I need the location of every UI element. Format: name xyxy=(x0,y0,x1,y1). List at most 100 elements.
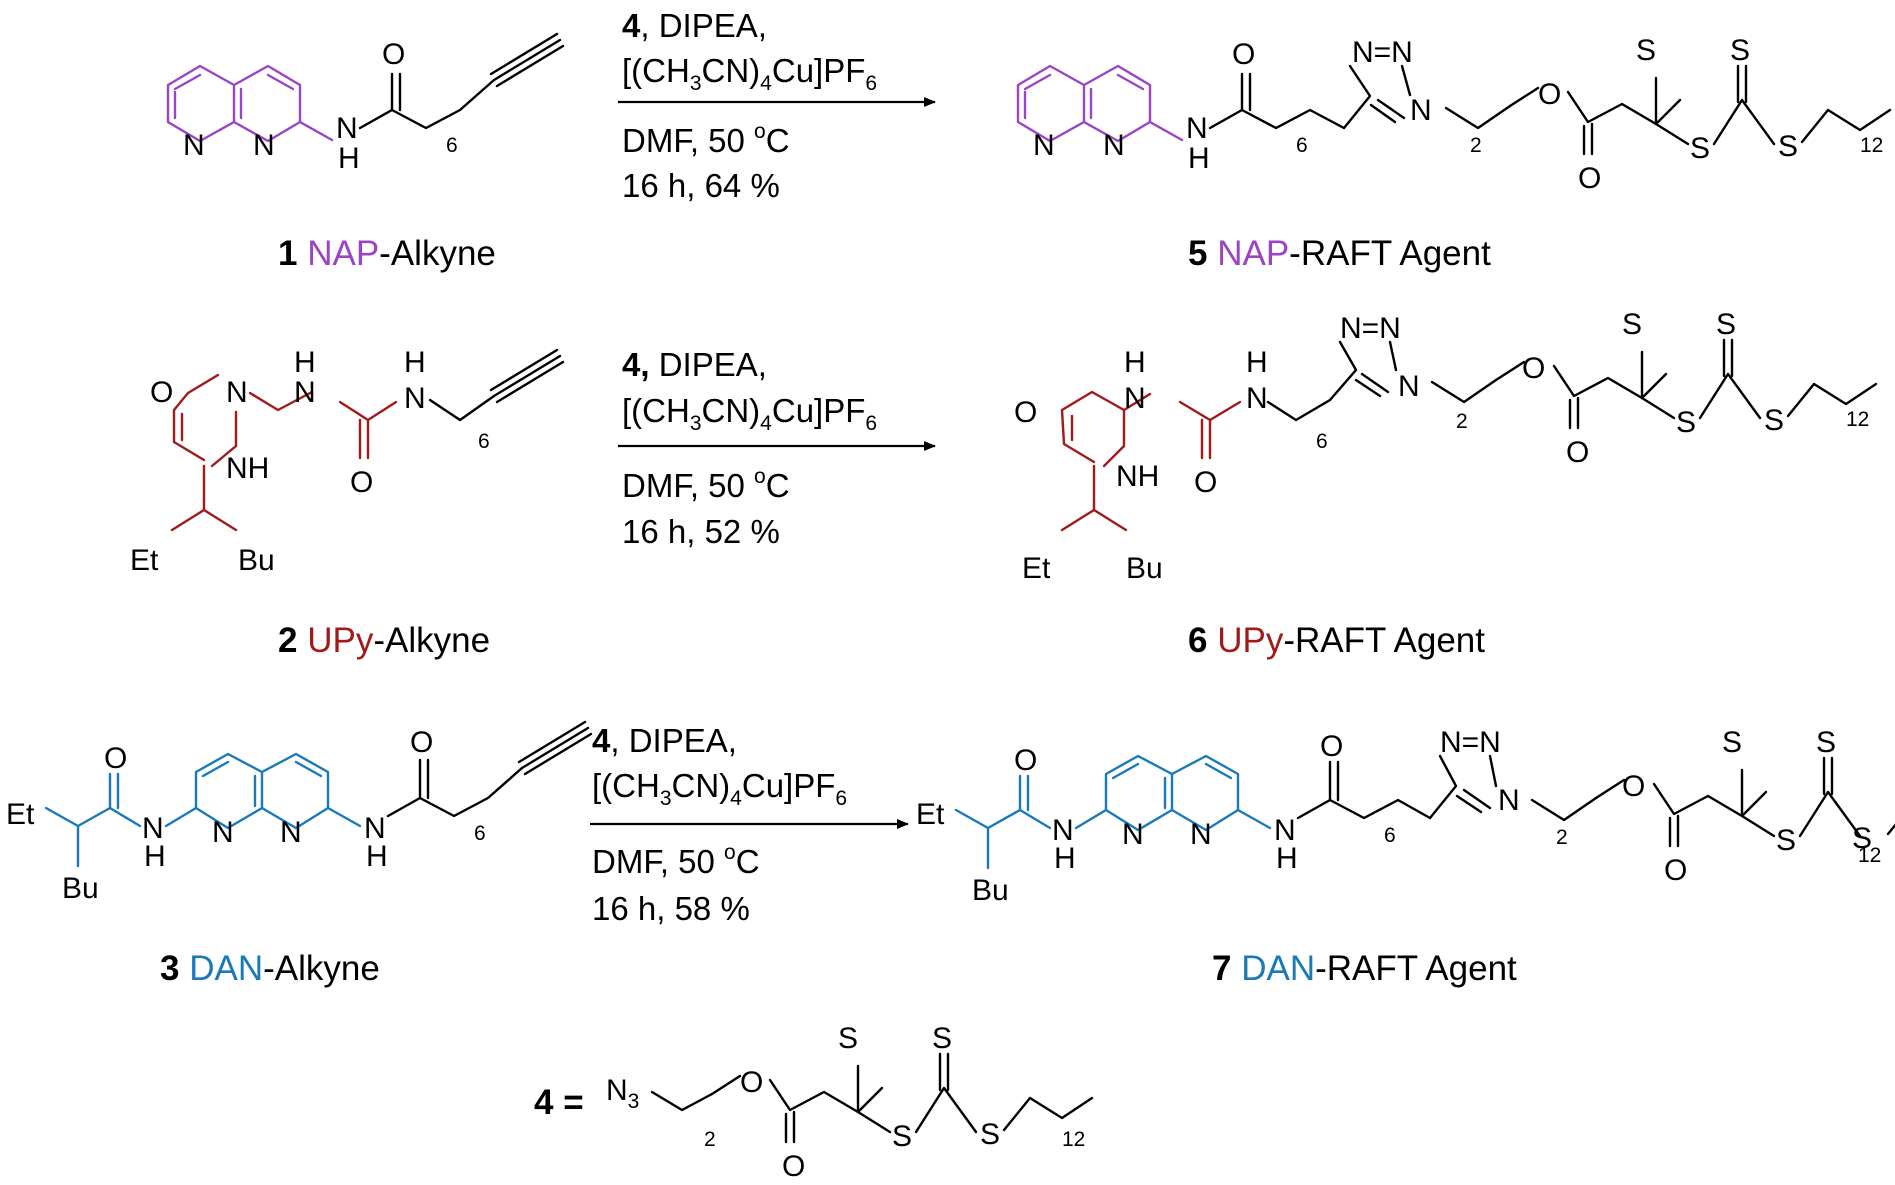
svg-text:S: S xyxy=(932,1022,952,1055)
svg-text:N: N xyxy=(404,382,426,415)
svg-text:12: 12 xyxy=(1858,844,1881,867)
svg-text:N=N: N=N xyxy=(1440,726,1501,759)
svg-text:N: N xyxy=(1246,382,1268,415)
compound-5-label: 5 NAP-RAFT Agent xyxy=(1188,234,1491,273)
svg-text:Bu: Bu xyxy=(1126,552,1163,585)
svg-text:H: H xyxy=(366,840,388,873)
svg-text:H: H xyxy=(1276,842,1298,875)
atom-n: N xyxy=(253,129,275,162)
svg-text:S: S xyxy=(980,1118,1000,1151)
svg-text:2: 2 xyxy=(1556,826,1568,849)
svg-text:Et: Et xyxy=(130,544,159,577)
svg-text:S: S xyxy=(1816,726,1836,759)
svg-text:N: N xyxy=(1274,814,1296,847)
svg-text:2: 2 xyxy=(1456,410,1468,433)
svg-text:DMF, 50 oC: DMF, 50 oC xyxy=(592,841,760,880)
svg-text:N: N xyxy=(1398,370,1420,403)
svg-text:N: N xyxy=(1190,818,1212,851)
reaction-1-conditions: 4, DIPEA, [(CH3CN)4Cu]PF6 DMF, 50 oC 16 … xyxy=(618,7,936,204)
reagent-4-structure: 4 = N3 2 O O S S S S 12 xyxy=(534,1022,1094,1183)
subscript-6: 6 xyxy=(446,134,458,157)
svg-text:N3: N3 xyxy=(606,1074,639,1113)
atom-o: O xyxy=(382,38,405,71)
svg-text:S: S xyxy=(1676,406,1696,439)
svg-text:O: O xyxy=(740,1066,763,1099)
compound-2-structure: O N H N NH O H N Et Bu 6 xyxy=(130,346,565,577)
svg-text:4, DIPEA,: 4, DIPEA, xyxy=(622,346,767,383)
compound-6-label: 6 UPy-RAFT Agent xyxy=(1188,621,1485,660)
svg-text:N: N xyxy=(1033,129,1055,162)
atom-h: H xyxy=(338,142,360,175)
svg-text:O: O xyxy=(1320,730,1343,763)
svg-text:S: S xyxy=(838,1022,858,1055)
svg-text:O: O xyxy=(104,742,127,775)
compound-1-structure: N N N H O 6 xyxy=(166,32,565,175)
svg-text:O: O xyxy=(150,376,173,409)
svg-text:S: S xyxy=(1776,824,1796,857)
reaction-3-conditions: 4, DIPEA, [(CH3CN)4Cu]PF6 DMF, 50 oC 16 … xyxy=(590,722,909,927)
svg-text:O: O xyxy=(1014,396,1037,429)
svg-text:NH: NH xyxy=(226,452,269,485)
svg-text:O: O xyxy=(1664,854,1687,887)
svg-text:O: O xyxy=(1538,78,1561,111)
svg-text:S: S xyxy=(1778,130,1798,163)
svg-text:O: O xyxy=(1014,744,1037,777)
svg-text:H: H xyxy=(1188,142,1210,175)
svg-text:H: H xyxy=(1246,346,1268,379)
svg-text:12: 12 xyxy=(1860,134,1883,157)
compound-3-label: 3 DAN-Alkyne xyxy=(160,949,380,988)
svg-text:DMF, 50 oC: DMF, 50 oC xyxy=(622,465,790,504)
svg-text:2: 2 xyxy=(704,1128,716,1151)
svg-text:S: S xyxy=(1764,404,1784,437)
svg-text:N: N xyxy=(1103,129,1125,162)
svg-text:S: S xyxy=(1716,308,1736,341)
svg-text:H: H xyxy=(144,840,166,873)
reaction-2-conditions: 4, DIPEA, [(CH3CN)4Cu]PF6 DMF, 50 oC 16 … xyxy=(618,346,936,550)
svg-text:S: S xyxy=(1852,822,1872,855)
svg-text:[(CH3CN)4Cu]PF6: [(CH3CN)4Cu]PF6 xyxy=(622,52,877,95)
svg-text:12: 12 xyxy=(1062,1128,1085,1151)
svg-text:N=N: N=N xyxy=(1352,36,1413,69)
svg-text:12: 12 xyxy=(1846,408,1869,431)
compound-3-structure: Et Bu O N H N N N H O 6 xyxy=(6,720,593,905)
svg-text:4 =: 4 = xyxy=(534,1083,584,1122)
svg-text:H: H xyxy=(1124,346,1146,379)
svg-text:Et: Et xyxy=(1022,552,1051,585)
svg-text:N: N xyxy=(1498,784,1520,817)
svg-text:O: O xyxy=(1232,38,1255,71)
svg-text:O: O xyxy=(1194,466,1217,499)
svg-text:N: N xyxy=(1052,814,1074,847)
svg-text:N: N xyxy=(1186,112,1208,145)
svg-text:Bu: Bu xyxy=(972,874,1009,907)
svg-text:[(CH3CN)4Cu]PF6: [(CH3CN)4Cu]PF6 xyxy=(592,767,847,810)
svg-text:H: H xyxy=(294,346,316,379)
svg-text:NH: NH xyxy=(1116,460,1159,493)
compound-7-structure: Et Bu O N H N N N H O 6 N=N N 2 O O S S … xyxy=(916,726,1895,907)
svg-text:4, DIPEA,: 4, DIPEA, xyxy=(622,7,767,44)
svg-text:N=N: N=N xyxy=(1340,312,1401,345)
svg-text:6: 6 xyxy=(1296,134,1308,157)
compound-7-label: 7 DAN-RAFT Agent xyxy=(1212,949,1517,988)
atom-n: N xyxy=(336,112,358,145)
svg-text:O: O xyxy=(350,466,373,499)
svg-text:N: N xyxy=(280,816,302,849)
svg-text:S: S xyxy=(892,1120,912,1153)
svg-text:O: O xyxy=(1622,770,1645,803)
svg-text:Bu: Bu xyxy=(238,544,275,577)
svg-text:N: N xyxy=(226,376,248,409)
svg-text:6: 6 xyxy=(1384,824,1396,847)
svg-text:O: O xyxy=(782,1150,805,1183)
svg-text:16 h, 58 %: 16 h, 58 % xyxy=(592,890,750,927)
svg-text:16 h, 52 %: 16 h, 52 % xyxy=(622,513,780,550)
svg-text:N: N xyxy=(142,812,164,845)
svg-text:2: 2 xyxy=(1470,134,1482,157)
svg-text:S: S xyxy=(1622,308,1642,341)
svg-text:4, DIPEA,: 4, DIPEA, xyxy=(592,722,737,759)
svg-text:N: N xyxy=(294,376,316,409)
svg-text:16 h, 64 %: 16 h, 64 % xyxy=(622,167,780,204)
svg-text:S: S xyxy=(1730,34,1750,67)
atom-n: N xyxy=(183,129,205,162)
svg-text:S: S xyxy=(1722,726,1742,759)
svg-text:O: O xyxy=(1578,162,1601,195)
